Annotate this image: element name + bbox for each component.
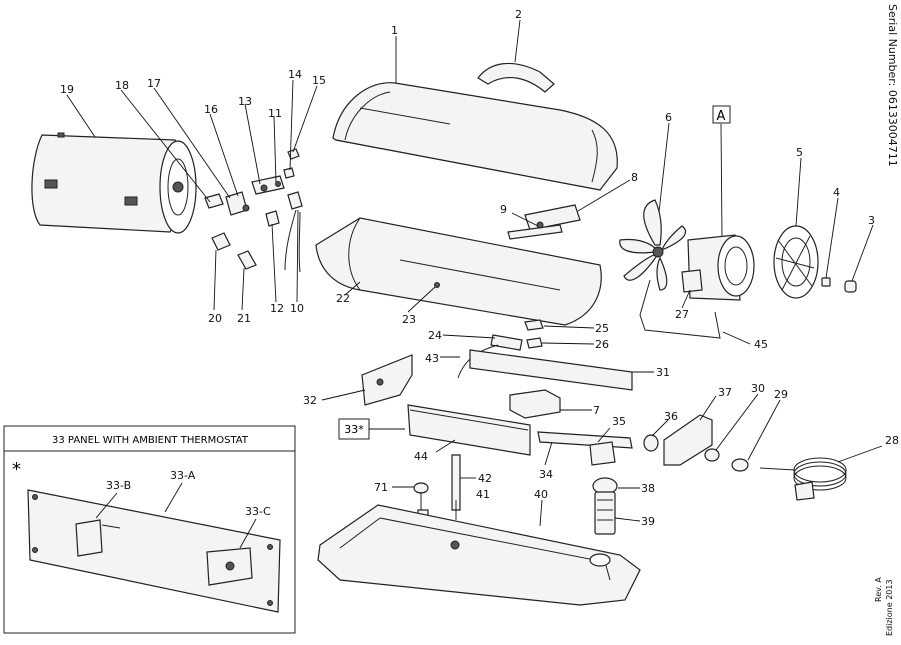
callout-39: 39 bbox=[641, 515, 655, 528]
part-5-fan-guard bbox=[773, 225, 819, 299]
callout-19: 19 bbox=[60, 83, 74, 96]
callout-15: 15 bbox=[312, 74, 326, 87]
part-31-rear-plate bbox=[469, 349, 633, 391]
view-tag: A bbox=[712, 105, 731, 237]
callout-27: 27 bbox=[675, 308, 689, 321]
inset-title: 33 PANEL WITH AMBIENT THERMOSTAT bbox=[52, 435, 249, 446]
edition-line-1: Edizione 2013 bbox=[885, 579, 894, 636]
callout-11: 11 bbox=[268, 107, 282, 120]
callout-22: 22 bbox=[336, 292, 350, 305]
callout-28: 28 bbox=[885, 434, 899, 447]
part-8-9-bracket bbox=[507, 204, 581, 240]
callout-25: 25 bbox=[595, 322, 609, 335]
callout-37: 37 bbox=[718, 386, 732, 399]
callout-35: 35 bbox=[612, 415, 626, 428]
callout-26: 26 bbox=[595, 338, 609, 351]
inset-label-33b: 33-B bbox=[106, 479, 131, 492]
callout-10: 10 bbox=[290, 302, 304, 315]
callout-labels: 1 2 3 4 5 6 7 8 9 10 11 12 13 14 15 16 1… bbox=[60, 8, 899, 528]
inset-asterisk: * bbox=[12, 459, 21, 480]
inset-panel: 33 PANEL WITH AMBIENT THERMOSTAT * 33-A … bbox=[3, 425, 296, 634]
callout-31: 31 bbox=[656, 366, 670, 379]
part-45-cable bbox=[639, 279, 721, 339]
part-7-transformer bbox=[509, 389, 561, 419]
callout-44: 44 bbox=[414, 450, 428, 463]
part-32-bracket bbox=[361, 354, 413, 406]
callout-12: 12 bbox=[270, 302, 284, 315]
callout-18: 18 bbox=[115, 79, 129, 92]
callout-23: 23 bbox=[402, 313, 416, 326]
serial-number-label: Serial Number: 06133004711 bbox=[886, 4, 899, 167]
part-27-motor bbox=[681, 234, 755, 301]
callout-16: 16 bbox=[204, 103, 218, 116]
part-1-top-cover bbox=[332, 82, 618, 191]
callout-30: 30 bbox=[751, 382, 765, 395]
boxed-callout-text: 33* bbox=[344, 423, 364, 436]
small-parts-left bbox=[204, 191, 257, 270]
fuel-line-parts bbox=[457, 319, 544, 379]
boxed-callout: 33* bbox=[338, 418, 405, 440]
part-33-panel bbox=[407, 404, 531, 456]
callout-32: 32 bbox=[303, 394, 317, 407]
part-2-handle bbox=[477, 62, 555, 93]
callout-24: 24 bbox=[428, 329, 442, 342]
part-6-fan bbox=[619, 199, 687, 291]
callout-13: 13 bbox=[238, 95, 252, 108]
callout-4: 4 bbox=[833, 186, 840, 199]
callout-43: 43 bbox=[425, 352, 439, 365]
callout-7: 7 bbox=[593, 404, 600, 417]
callout-17: 17 bbox=[147, 77, 161, 90]
callout-29: 29 bbox=[774, 388, 788, 401]
inset-thermostat bbox=[75, 519, 103, 557]
part-22-bottom-cover bbox=[315, 217, 602, 326]
callout-38: 38 bbox=[641, 482, 655, 495]
part-4-3-nuts bbox=[821, 277, 857, 293]
callout-2: 2 bbox=[515, 8, 522, 21]
callout-9: 9 bbox=[500, 203, 507, 216]
callout-5: 5 bbox=[796, 146, 803, 159]
callout-42: 42 bbox=[478, 472, 492, 485]
view-tag-letter: A bbox=[717, 109, 726, 124]
tank-accessories bbox=[413, 454, 618, 536]
callout-45: 45 bbox=[754, 338, 768, 351]
callout-3: 3 bbox=[868, 214, 875, 227]
callout-36: 36 bbox=[664, 410, 678, 423]
callout-71: 71 bbox=[374, 481, 388, 494]
edition-line-2: Rev. A bbox=[874, 577, 883, 602]
small-parts-center-left bbox=[251, 148, 303, 273]
callout-40: 40 bbox=[534, 488, 548, 501]
inset-label-33c: 33-C bbox=[245, 505, 271, 518]
part-40-tank bbox=[317, 504, 641, 606]
part-19-rear-shell bbox=[31, 132, 197, 234]
callout-6: 6 bbox=[665, 111, 672, 124]
callout-1: 1 bbox=[391, 24, 398, 37]
callout-41: 41 bbox=[476, 488, 490, 501]
callout-34: 34 bbox=[539, 468, 553, 481]
callout-21: 21 bbox=[237, 312, 251, 325]
callout-8: 8 bbox=[631, 171, 638, 184]
switch-and-grommet-parts bbox=[537, 414, 847, 501]
callout-14: 14 bbox=[288, 68, 302, 81]
inset-label-33a: 33-A bbox=[170, 469, 196, 482]
callout-20: 20 bbox=[208, 312, 222, 325]
